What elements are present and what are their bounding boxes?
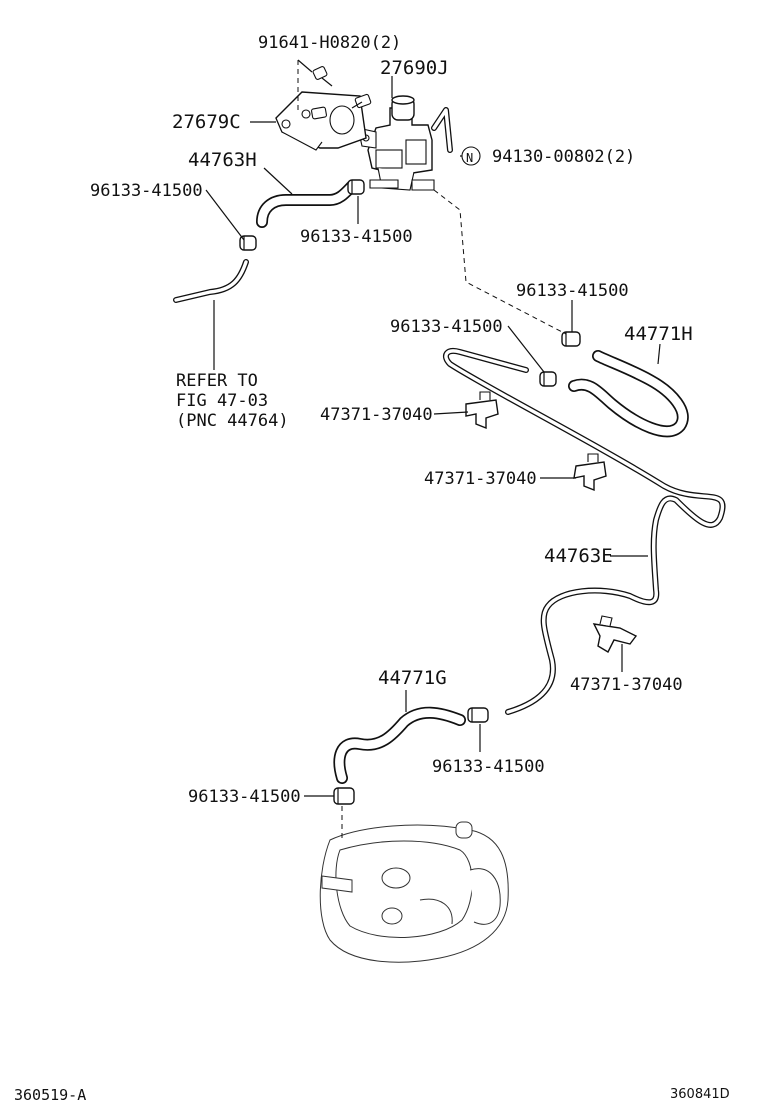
clamp-vsv <box>347 179 365 195</box>
bolt-2 <box>351 93 372 109</box>
label-91641: 91641-H0820(2) <box>258 33 401 53</box>
hose-44763h <box>256 180 358 228</box>
clip-2 <box>573 453 607 492</box>
clip-3 <box>592 615 638 653</box>
hose-44771h <box>568 350 689 438</box>
label-94130: 94130-00802(2) <box>492 147 635 167</box>
label-44763e: 44763E <box>544 545 613 567</box>
clamp-pipe-end <box>539 371 557 387</box>
refer-pipe <box>173 259 249 303</box>
label-refer-1: REFER TO <box>176 371 258 391</box>
clip-1 <box>465 391 499 430</box>
vsv-valve <box>357 95 453 191</box>
label-refer-2: FIG 47-03 <box>176 391 268 411</box>
clamp-44771h <box>561 331 581 347</box>
footer-right-code: 360841D <box>670 1087 730 1102</box>
clamp-44771g-top <box>467 707 489 723</box>
hose-44771g <box>333 706 466 784</box>
bracket <box>275 91 367 151</box>
label-clamp-3: 96133-41500 <box>516 281 629 301</box>
label-clamp-6: 96133-41500 <box>188 787 301 807</box>
label-clip-3: 47371-37040 <box>570 675 683 695</box>
clamp-44771g-bottom <box>333 787 355 805</box>
engine-component <box>319 821 509 963</box>
footer-left-code: 360519-A <box>14 1086 86 1104</box>
label-44771g: 44771G <box>378 667 447 689</box>
label-clamp-2: 96133-41500 <box>300 227 413 247</box>
nut-symbol: N <box>461 146 481 166</box>
label-clamp-5: 96133-41500 <box>432 757 545 777</box>
nut-symbol-letter: N <box>466 151 473 165</box>
label-clamp-4: 96133-41500 <box>390 317 503 337</box>
label-refer-3: (PNC 44764) <box>176 411 289 431</box>
label-27679c: 27679C <box>172 111 241 133</box>
label-44763h: 44763H <box>188 149 257 171</box>
bolt-3 <box>311 106 327 120</box>
leader-lines <box>205 59 661 842</box>
label-clamp-1: 96133-41500 <box>90 181 203 201</box>
label-44771h: 44771H <box>624 323 693 345</box>
label-clip-1: 47371-37040 <box>320 405 433 425</box>
label-clip-2: 47371-37040 <box>424 469 537 489</box>
bolt-1 <box>312 66 333 87</box>
label-27690j: 27690J <box>380 57 449 79</box>
pipe-44763e <box>442 348 726 715</box>
